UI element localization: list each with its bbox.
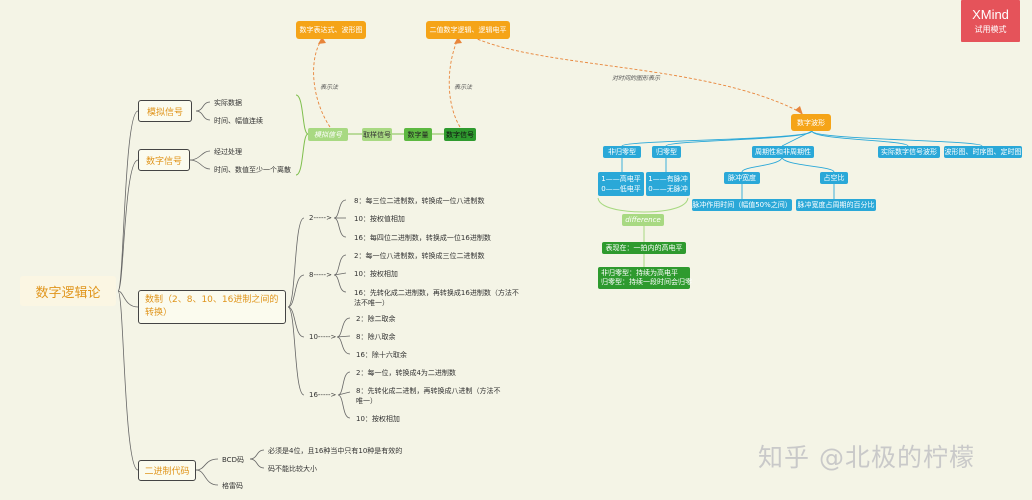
node-pulse-width[interactable]: 脉冲宽度	[724, 172, 760, 184]
root-topic[interactable]: 数字逻辑论	[20, 276, 116, 306]
rz-detail-line: 1——有脉冲	[648, 175, 688, 183]
gray-code-label: 格雷码	[222, 482, 243, 490]
analog-item: 实际数据	[214, 99, 242, 107]
nrz-detail-line: 1——高电平	[601, 175, 641, 183]
radix-item: 2：每一位，转换成4为二进制数	[356, 369, 456, 377]
watermark: 知乎 @北极的柠檬	[758, 443, 975, 472]
badge-subtitle: 试用模式	[974, 25, 1007, 34]
node-difference-1[interactable]: 表现在：一拍内的高电平	[602, 242, 686, 254]
node-diagrams[interactable]: 波形图、时序图、定时图	[944, 146, 1022, 158]
digital-item: 经过处理	[214, 148, 242, 156]
node-duty-cycle[interactable]: 占空比	[820, 172, 848, 184]
category-binary-code[interactable]: 二进制代码	[138, 460, 196, 481]
node-nrz[interactable]: 非归零型	[603, 146, 641, 158]
radix-item: 8：先转化成二进制，再转换成八进制（方法不	[356, 387, 501, 395]
flow-node-sampled[interactable]: 取样信号	[362, 128, 392, 141]
flow-node-digital-signal[interactable]: 数字信号	[444, 128, 476, 141]
category-analog[interactable]: 模拟信号	[138, 100, 192, 122]
difference-2-line: 非归零型：持续为高电平	[601, 269, 678, 277]
node-digital-waveform[interactable]: 数字波形	[791, 114, 831, 131]
radix-item: 16：先转化成二进制数，再转换成16进制数（方法不	[354, 289, 519, 297]
bcd-item: 码不能比较大小	[268, 465, 317, 473]
radix-group-label: 16----->	[309, 391, 337, 399]
analog-item: 时间、幅值连续	[214, 117, 263, 125]
bcd-label: BCD码	[222, 456, 244, 464]
node-difference-2[interactable]: 非归零型：持续为高电平 归零型：持续一段时间会归零	[598, 267, 692, 289]
node-real-signal[interactable]: 实际数字信号波形	[878, 146, 940, 158]
radix-item: 16：除十六取余	[356, 351, 407, 359]
radix-group-label: 10----->	[309, 333, 337, 341]
radix-item: 16：每四位二进制数，转换成一位16进制数	[354, 234, 491, 242]
node-rz-detail[interactable]: 1——有脉冲 0——无脉冲	[646, 172, 690, 196]
radix-item: 8：每三位二进制数，转换成一位八进制数	[354, 197, 485, 205]
flow-node-analog[interactable]: 模拟信号	[308, 128, 348, 141]
radix-item: 2：除二取余	[356, 315, 396, 323]
relation-label: 对时间的图形表示	[612, 73, 661, 82]
rz-detail-line: 0——无脉冲	[648, 185, 688, 193]
node-difference[interactable]: difference	[622, 214, 664, 226]
difference-2-line: 归零型：持续一段时间会归零	[601, 278, 692, 286]
radix-item: 8：除八取余	[356, 333, 396, 341]
flow-node-digital-quantity[interactable]: 数字量	[404, 128, 432, 141]
digital-item: 时间、数值至少一个离散	[214, 166, 291, 174]
node-binary-logic-level[interactable]: 二值数字逻辑、逻辑电平	[426, 21, 510, 39]
radix-group-label: 2----->	[309, 214, 332, 222]
node-duty-detail[interactable]: 脉冲宽度占周期的百分比	[796, 199, 876, 211]
radix-item: 唯一）	[356, 397, 377, 405]
badge-title: XMind	[972, 7, 1009, 22]
node-periodic[interactable]: 周期性和非周期性	[752, 146, 814, 158]
category-radix[interactable]: 数制（2、8、10、16进制之间的转换）	[138, 290, 286, 324]
node-expression-waveform[interactable]: 数字表达式、波形图	[296, 21, 366, 39]
relation-label: 表示法	[454, 84, 473, 91]
radix-item: 法不唯一）	[354, 299, 389, 307]
radix-item: 10：按权值相加	[354, 215, 405, 223]
radix-group-label: 8----->	[309, 271, 332, 279]
node-pulse-width-detail[interactable]: 脉冲作用时间（幅值50%之间）	[692, 199, 792, 211]
node-nrz-detail[interactable]: 1——高电平 0——低电平	[598, 172, 644, 196]
relation-label: 表示法	[320, 84, 339, 91]
radix-item: 10：按权相加	[354, 270, 398, 278]
nrz-detail-line: 0——低电平	[601, 185, 641, 193]
radix-item: 2：每一位八进制数，转换成三位二进制数	[354, 252, 485, 260]
xmind-trial-badge[interactable]: XMind 试用模式	[961, 0, 1020, 42]
radix-item: 10：按权相加	[356, 415, 400, 423]
bcd-item: 必须是4位，且16种当中只有10种是有效的	[268, 447, 403, 455]
category-digital[interactable]: 数字信号	[138, 149, 190, 171]
node-rz[interactable]: 归零型	[652, 146, 681, 158]
